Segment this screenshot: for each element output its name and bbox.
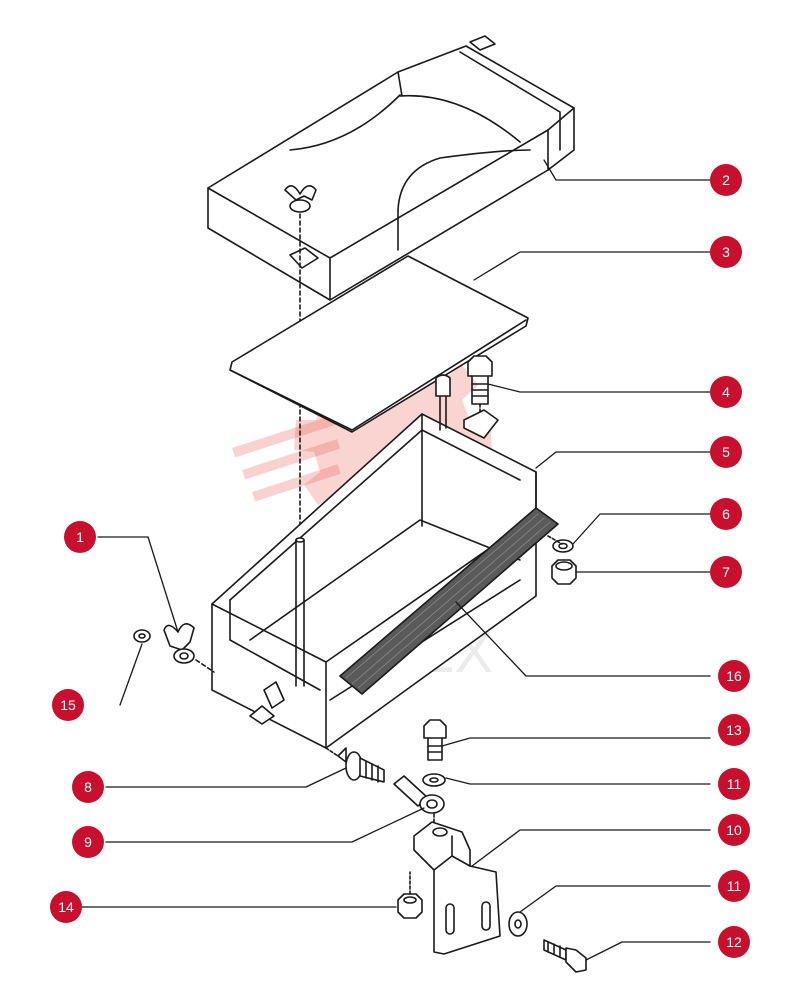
brush-strip	[339, 507, 559, 695]
svg-text:11: 11	[727, 776, 742, 792]
svg-text:6: 6	[722, 506, 730, 522]
bolt-13	[423, 719, 447, 761]
assembly-line	[195, 659, 215, 673]
callout-2: 2	[710, 164, 742, 196]
callout-1: 1	[64, 521, 96, 553]
callout-12: 12	[718, 926, 750, 958]
svg-text:11: 11	[727, 878, 742, 894]
svg-text:8: 8	[84, 779, 92, 795]
callout-14: 14	[50, 891, 82, 923]
lid-plate	[229, 255, 529, 433]
svg-text:9: 9	[84, 834, 92, 850]
svg-text:14: 14	[58, 899, 74, 915]
wing-nut-1	[163, 623, 195, 664]
nut-7	[551, 559, 577, 585]
rod-end-9	[393, 775, 445, 814]
svg-text:3: 3	[722, 244, 730, 260]
hopper-cover	[207, 35, 575, 301]
washer-11b	[508, 911, 528, 937]
washer-11a	[422, 773, 446, 787]
nut-14	[397, 893, 423, 919]
svg-text:10: 10	[726, 822, 742, 838]
svg-text:4: 4	[722, 384, 730, 400]
svg-text:7: 7	[722, 564, 730, 580]
svg-text:2: 2	[722, 172, 730, 188]
callout-11-lower: 11	[718, 870, 750, 902]
callout-3: 3	[710, 236, 742, 268]
shoulder-bolt-8	[337, 747, 385, 783]
washer-6	[552, 539, 574, 553]
callout-6: 6	[710, 498, 742, 530]
mounting-bracket-10	[413, 821, 501, 955]
callout-7: 7	[710, 556, 742, 588]
callout-15: 15	[52, 689, 84, 721]
callout-13: 13	[718, 714, 750, 746]
svg-text:1: 1	[76, 529, 84, 545]
svg-text:15: 15	[60, 697, 76, 713]
callout-badges: 1 2 3 4 5 6 7 8 9 10 11 11 12 13 14 15 1…	[50, 164, 750, 958]
callout-11-upper: 11	[718, 768, 750, 800]
callout-10: 10	[718, 814, 750, 846]
leader-lines	[75, 159, 711, 961]
cover-wing-nut	[284, 185, 317, 213]
callout-4: 4	[710, 376, 742, 408]
lock-washer-15	[133, 629, 151, 643]
svg-text:5: 5	[722, 444, 730, 460]
svg-text:12: 12	[726, 934, 742, 950]
callout-5: 5	[710, 436, 742, 468]
bolt-12	[543, 939, 587, 973]
callout-16: 16	[718, 660, 750, 692]
bolt-4	[467, 355, 493, 405]
callout-8: 8	[72, 771, 104, 803]
svg-text:13: 13	[726, 722, 742, 738]
svg-text:16: 16	[726, 668, 742, 684]
assembly-line	[547, 535, 563, 545]
assembly-line	[325, 747, 339, 757]
callout-9: 9	[72, 826, 104, 858]
